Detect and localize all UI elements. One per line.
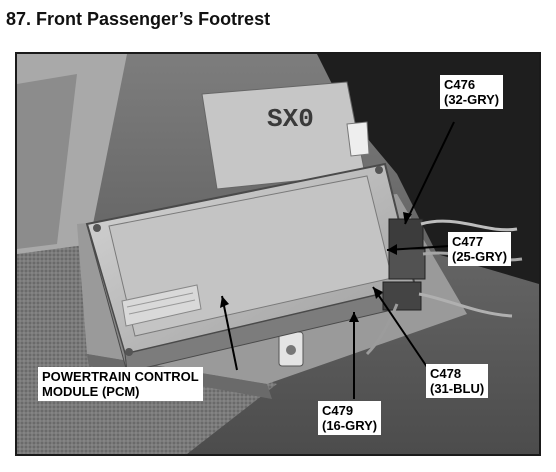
callout-c479-spec: (16-GRY): [322, 418, 378, 433]
callout-c478-id: C478: [430, 366, 462, 381]
callout-pcm: POWERTRAIN CONTROL MODULE (PCM): [38, 367, 203, 401]
callout-c477: C477 (25-GRY): [448, 232, 512, 266]
callout-c478-spec: (31-BLU): [430, 381, 485, 396]
callout-leaders: [221, 121, 455, 399]
callout-arrowheads: [220, 212, 412, 322]
callout-pcm-line2: MODULE (PCM): [42, 384, 140, 399]
callout-pcm-line1: POWERTRAIN CONTROL: [42, 369, 199, 384]
callout-c479: C479 (16-GRY): [318, 401, 382, 435]
callout-c476-id: C476: [444, 77, 476, 92]
page-title: 87. Front Passenger’s Footrest: [6, 9, 271, 29]
pcm-module: [85, 162, 418, 373]
callout-c479-id: C479: [322, 403, 354, 418]
callout-c476-spec: (32-GRY): [444, 92, 500, 107]
callout-c476: C476 (32-GRY): [440, 75, 504, 109]
callout-c478: C478 (31-BLU): [426, 364, 489, 398]
callout-c477-spec: (25-GRY): [452, 249, 508, 264]
housing-marking: SX0: [267, 104, 314, 134]
callout-c477-id: C477: [452, 234, 484, 249]
